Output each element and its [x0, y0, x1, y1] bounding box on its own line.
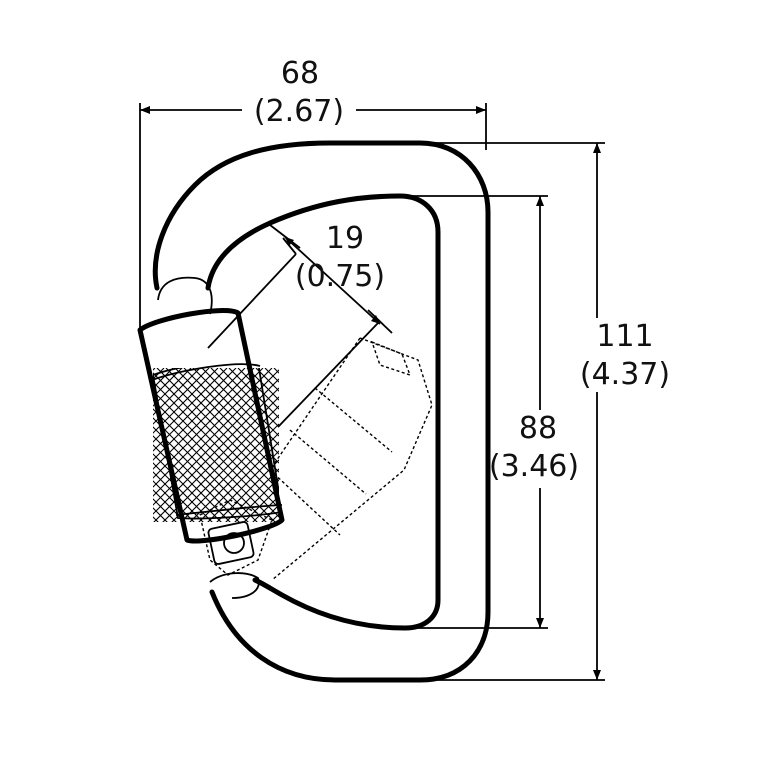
width-mm-label: 68 — [281, 56, 319, 91]
width-inch-label: (2.67) — [254, 94, 344, 129]
knurled-grip — [153, 368, 279, 522]
sleeve-upper-band — [137, 308, 285, 544]
inner-length-mm-label: 88 — [519, 411, 557, 446]
gate-pin-housing — [207, 521, 255, 565]
gate-pin — [223, 532, 245, 554]
sleeve-grip-bottom-edge — [175, 504, 283, 516]
overall-length-inch-label: (4.37) — [580, 357, 670, 392]
dimension-labels: 68 (2.67) 19 (0.75) 111 (4.37) 88 (3.46) — [254, 56, 670, 484]
gate-opening-mm-label: 19 — [326, 221, 364, 256]
carabiner-outer-outline — [152, 140, 491, 683]
dimension-lines — [139, 103, 605, 681]
overall-length-mm-label: 111 — [596, 319, 653, 354]
gate-opening-inch-label: (0.75) — [295, 259, 385, 294]
twist-lock-sleeve — [137, 308, 285, 565]
lower-gate-seat — [209, 572, 260, 599]
carabiner-body — [152, 140, 491, 683]
sleeve-grip-top-edge — [151, 363, 261, 381]
upper-gate-seat — [157, 276, 213, 315]
inner-length-inch-label: (3.46) — [489, 449, 579, 484]
carabiner-inner-outline — [205, 193, 441, 631]
